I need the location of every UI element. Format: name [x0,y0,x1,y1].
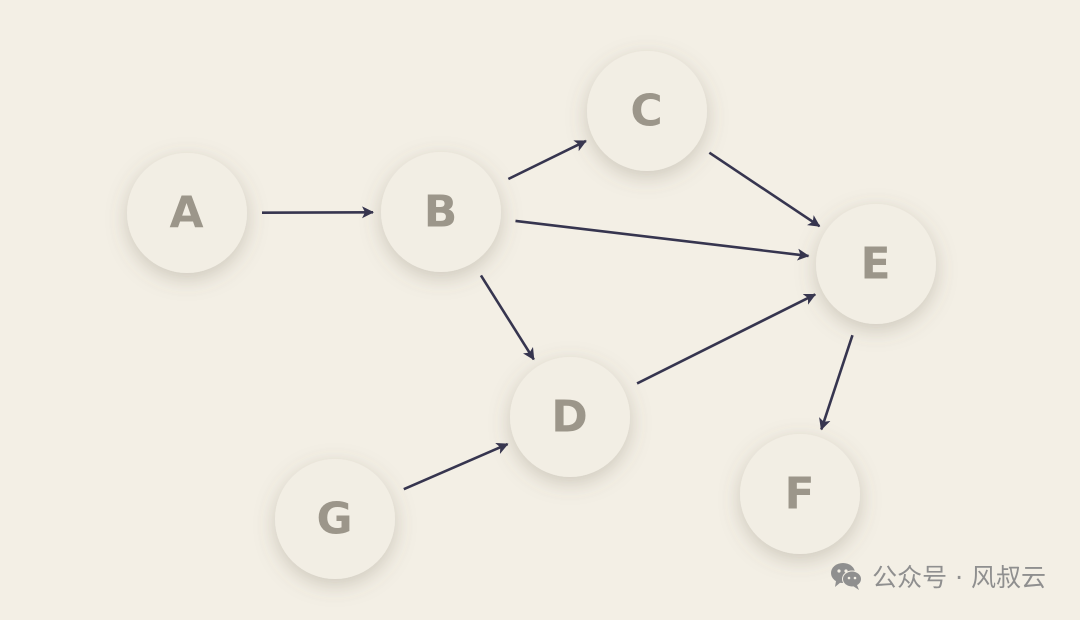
node-label: B [424,187,459,238]
watermark-text: 公众号 · 风叔云 [872,563,1046,592]
node-circle [381,152,501,272]
node-g: G [275,459,395,579]
node-label: G [316,494,353,545]
node-c: C [587,51,707,171]
node-f: F [740,434,860,554]
node-e: E [816,204,936,324]
edge-e-f [819,334,854,431]
node-label: C [630,86,663,137]
node-label: E [860,239,891,290]
node-label: A [169,188,204,239]
node-circle [127,153,247,273]
node-circle [510,357,630,477]
edges-layer [261,139,854,491]
wechat-icon [831,563,863,590]
edge-b-d [479,274,535,361]
node-label: D [551,392,589,443]
node-circle [275,459,395,579]
node-circle [740,434,860,554]
nodes-layer: A B C D E F G [127,51,936,579]
node-a: A [127,153,247,273]
edge-b-e [515,219,810,261]
watermark: 公众号 · 风叔云 [830,558,1046,594]
edge-c-e [708,151,821,228]
node-label: F [784,469,815,520]
node-d: D [510,357,630,477]
node-circle [816,204,936,324]
edge-g-d [403,442,509,491]
edge-d-e [636,293,817,385]
edge-b-c [507,139,587,181]
node-circle [587,51,707,171]
node-b: B [381,152,501,272]
